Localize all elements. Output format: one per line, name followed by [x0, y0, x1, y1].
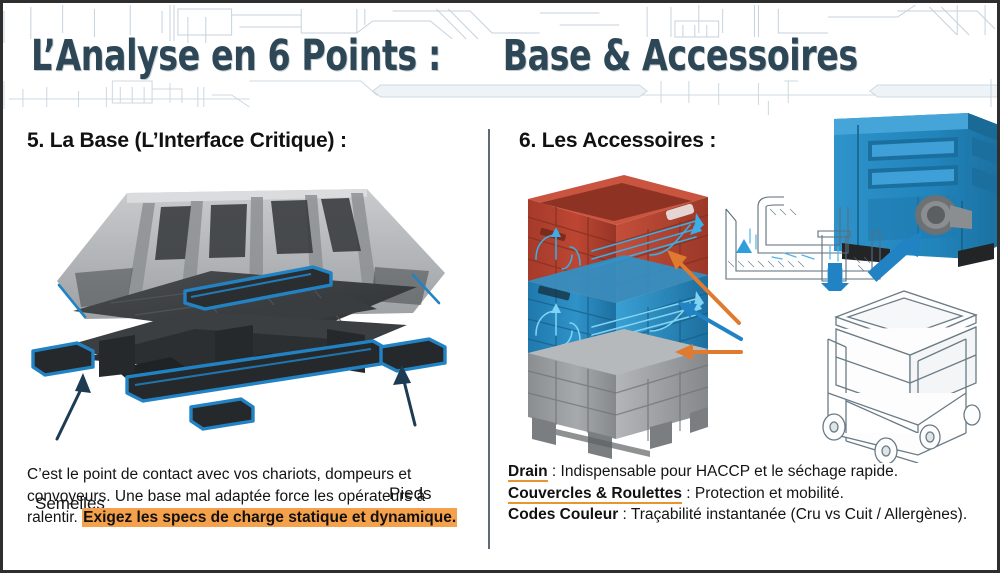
crate-on-dolly-illustration	[822, 290, 981, 463]
accessory-line-couvercles: Couvercles & Roulettes : Protection et m…	[508, 483, 997, 505]
drain-pointer-arrow	[867, 231, 922, 282]
title-part-1: L’Analyse en 6 Points :	[31, 30, 441, 81]
base-paragraph-highlight: Exigez les specs de charge statique et d…	[82, 508, 458, 527]
crate-gray	[527, 329, 709, 459]
accessory-desc-codes: : Traçabilité instantanée (Cru vs Cuit /…	[618, 506, 968, 523]
stacked-crates-illustration	[527, 175, 709, 459]
base-paragraph-plain: C’est le point de contact avec vos chari…	[27, 466, 426, 526]
accessory-desc-drain: : Indispensable pour HACCP et le séchage…	[547, 463, 899, 480]
drain-down-arrow	[821, 263, 849, 291]
accessory-line-codes: Codes Couleur : Traçabilité instantanée …	[508, 504, 997, 526]
arrow-semelles-head	[75, 373, 91, 393]
accessories-list: Drain : Indispensable pour HACCP et le s…	[508, 461, 997, 526]
accessory-term-codes: Codes Couleur	[508, 506, 619, 523]
panel-base: 5. La Base (L’Interface Critique) :	[3, 115, 488, 570]
drain-plug	[915, 195, 972, 235]
accessory-line-drain: Drain : Indispensable pour HACCP et le s…	[508, 461, 997, 483]
drain-cross-section	[725, 196, 881, 282]
section-title-accessories: 6. Les Accessoires :	[519, 129, 717, 152]
panel-accessories: 6. Les Accessoires :	[490, 113, 997, 570]
title-part-2: Base & Accessoires	[502, 30, 858, 81]
section-title-base: 5. La Base (L’Interface Critique) :	[27, 129, 347, 152]
page-title: L’Analyse en 6 Points : Base & Accessoir…	[3, 21, 997, 91]
pallet-base-illustration	[31, 189, 447, 441]
content-area: 5. La Base (L’Interface Critique) :	[3, 113, 997, 570]
blue-crate-corner	[834, 113, 997, 267]
callout-label-pieds: Pieds	[389, 484, 432, 503]
base-paragraph: C’est le point de contact avec vos chari…	[27, 464, 467, 529]
header-band: L’Analyse en 6 Points : Base & Accessoir…	[3, 3, 997, 115]
drain-illustration	[725, 113, 997, 291]
accessory-term-couvercles: Couvercles & Roulettes	[508, 484, 682, 504]
column-divider	[488, 129, 490, 549]
arrow-pieds-head	[393, 365, 411, 385]
accessory-term-drain: Drain	[508, 463, 548, 482]
accessory-desc-couvercles: : Protection et mobilité.	[682, 484, 844, 502]
technical-blueprint-pattern	[3, 4, 997, 115]
